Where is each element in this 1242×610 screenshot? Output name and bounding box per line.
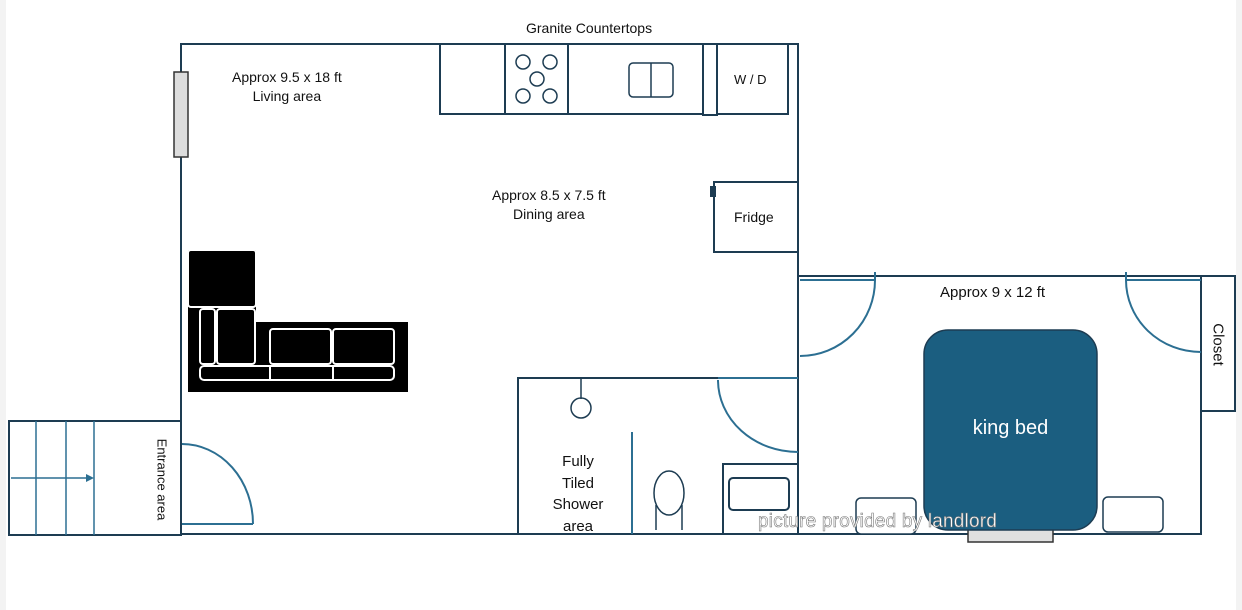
floor-plan-drawing: [8, 43, 1236, 543]
counter-end-panel: [702, 43, 718, 116]
stairs: [11, 421, 95, 535]
floor-plan-canvas: Granite Countertops Approx 9.5 x 18 ft L…: [6, 0, 1236, 610]
toilet-bowl: [653, 470, 685, 516]
nightstand-left: [855, 497, 917, 535]
entrance-door-swing: [181, 443, 254, 525]
fridge-box: [713, 181, 799, 253]
bedroom-door-swing: [799, 279, 876, 357]
dining-area-label: Approx 8.5 x 7.5 ft Dining area: [492, 187, 606, 222]
bed-label: king bed: [972, 417, 1049, 439]
kitchen-counter: [439, 43, 704, 115]
stove-burners: [515, 54, 558, 104]
sectional-sofa: [187, 249, 408, 392]
living-area-label: Approx 9.5 x 18 ft Living area: [232, 69, 342, 104]
nightstand-right: [1102, 496, 1164, 533]
shower-area-label: Fully Tiled Shower area: [552, 453, 604, 535]
entrance-label: Entrance area: [154, 438, 170, 521]
countertops-label: Granite Countertops: [526, 20, 653, 36]
closet-box: [1200, 275, 1236, 412]
closet-door-swing: [1125, 279, 1202, 353]
stairs-box: [8, 420, 182, 536]
sink: [728, 477, 790, 511]
fridge-label: Fridge: [734, 209, 774, 225]
washer-dryer-box: [716, 43, 789, 115]
closet-label: Closet: [1209, 323, 1227, 366]
living-dining-walls: [180, 43, 799, 535]
king-bed: [923, 329, 1098, 531]
stairs-arrow-icon: [86, 474, 94, 482]
fridge-handle: [710, 186, 716, 197]
watermark-text: picture provided by landlord: [758, 511, 998, 533]
living-window: [173, 71, 189, 158]
shower-head: [570, 397, 592, 419]
washer-dryer-label: W / D: [734, 72, 767, 87]
kitchen-sink: [628, 62, 674, 98]
bedroom-size-label: Approx 9 x 12 ft: [940, 284, 1046, 301]
bathroom-door-swing: [717, 379, 799, 453]
